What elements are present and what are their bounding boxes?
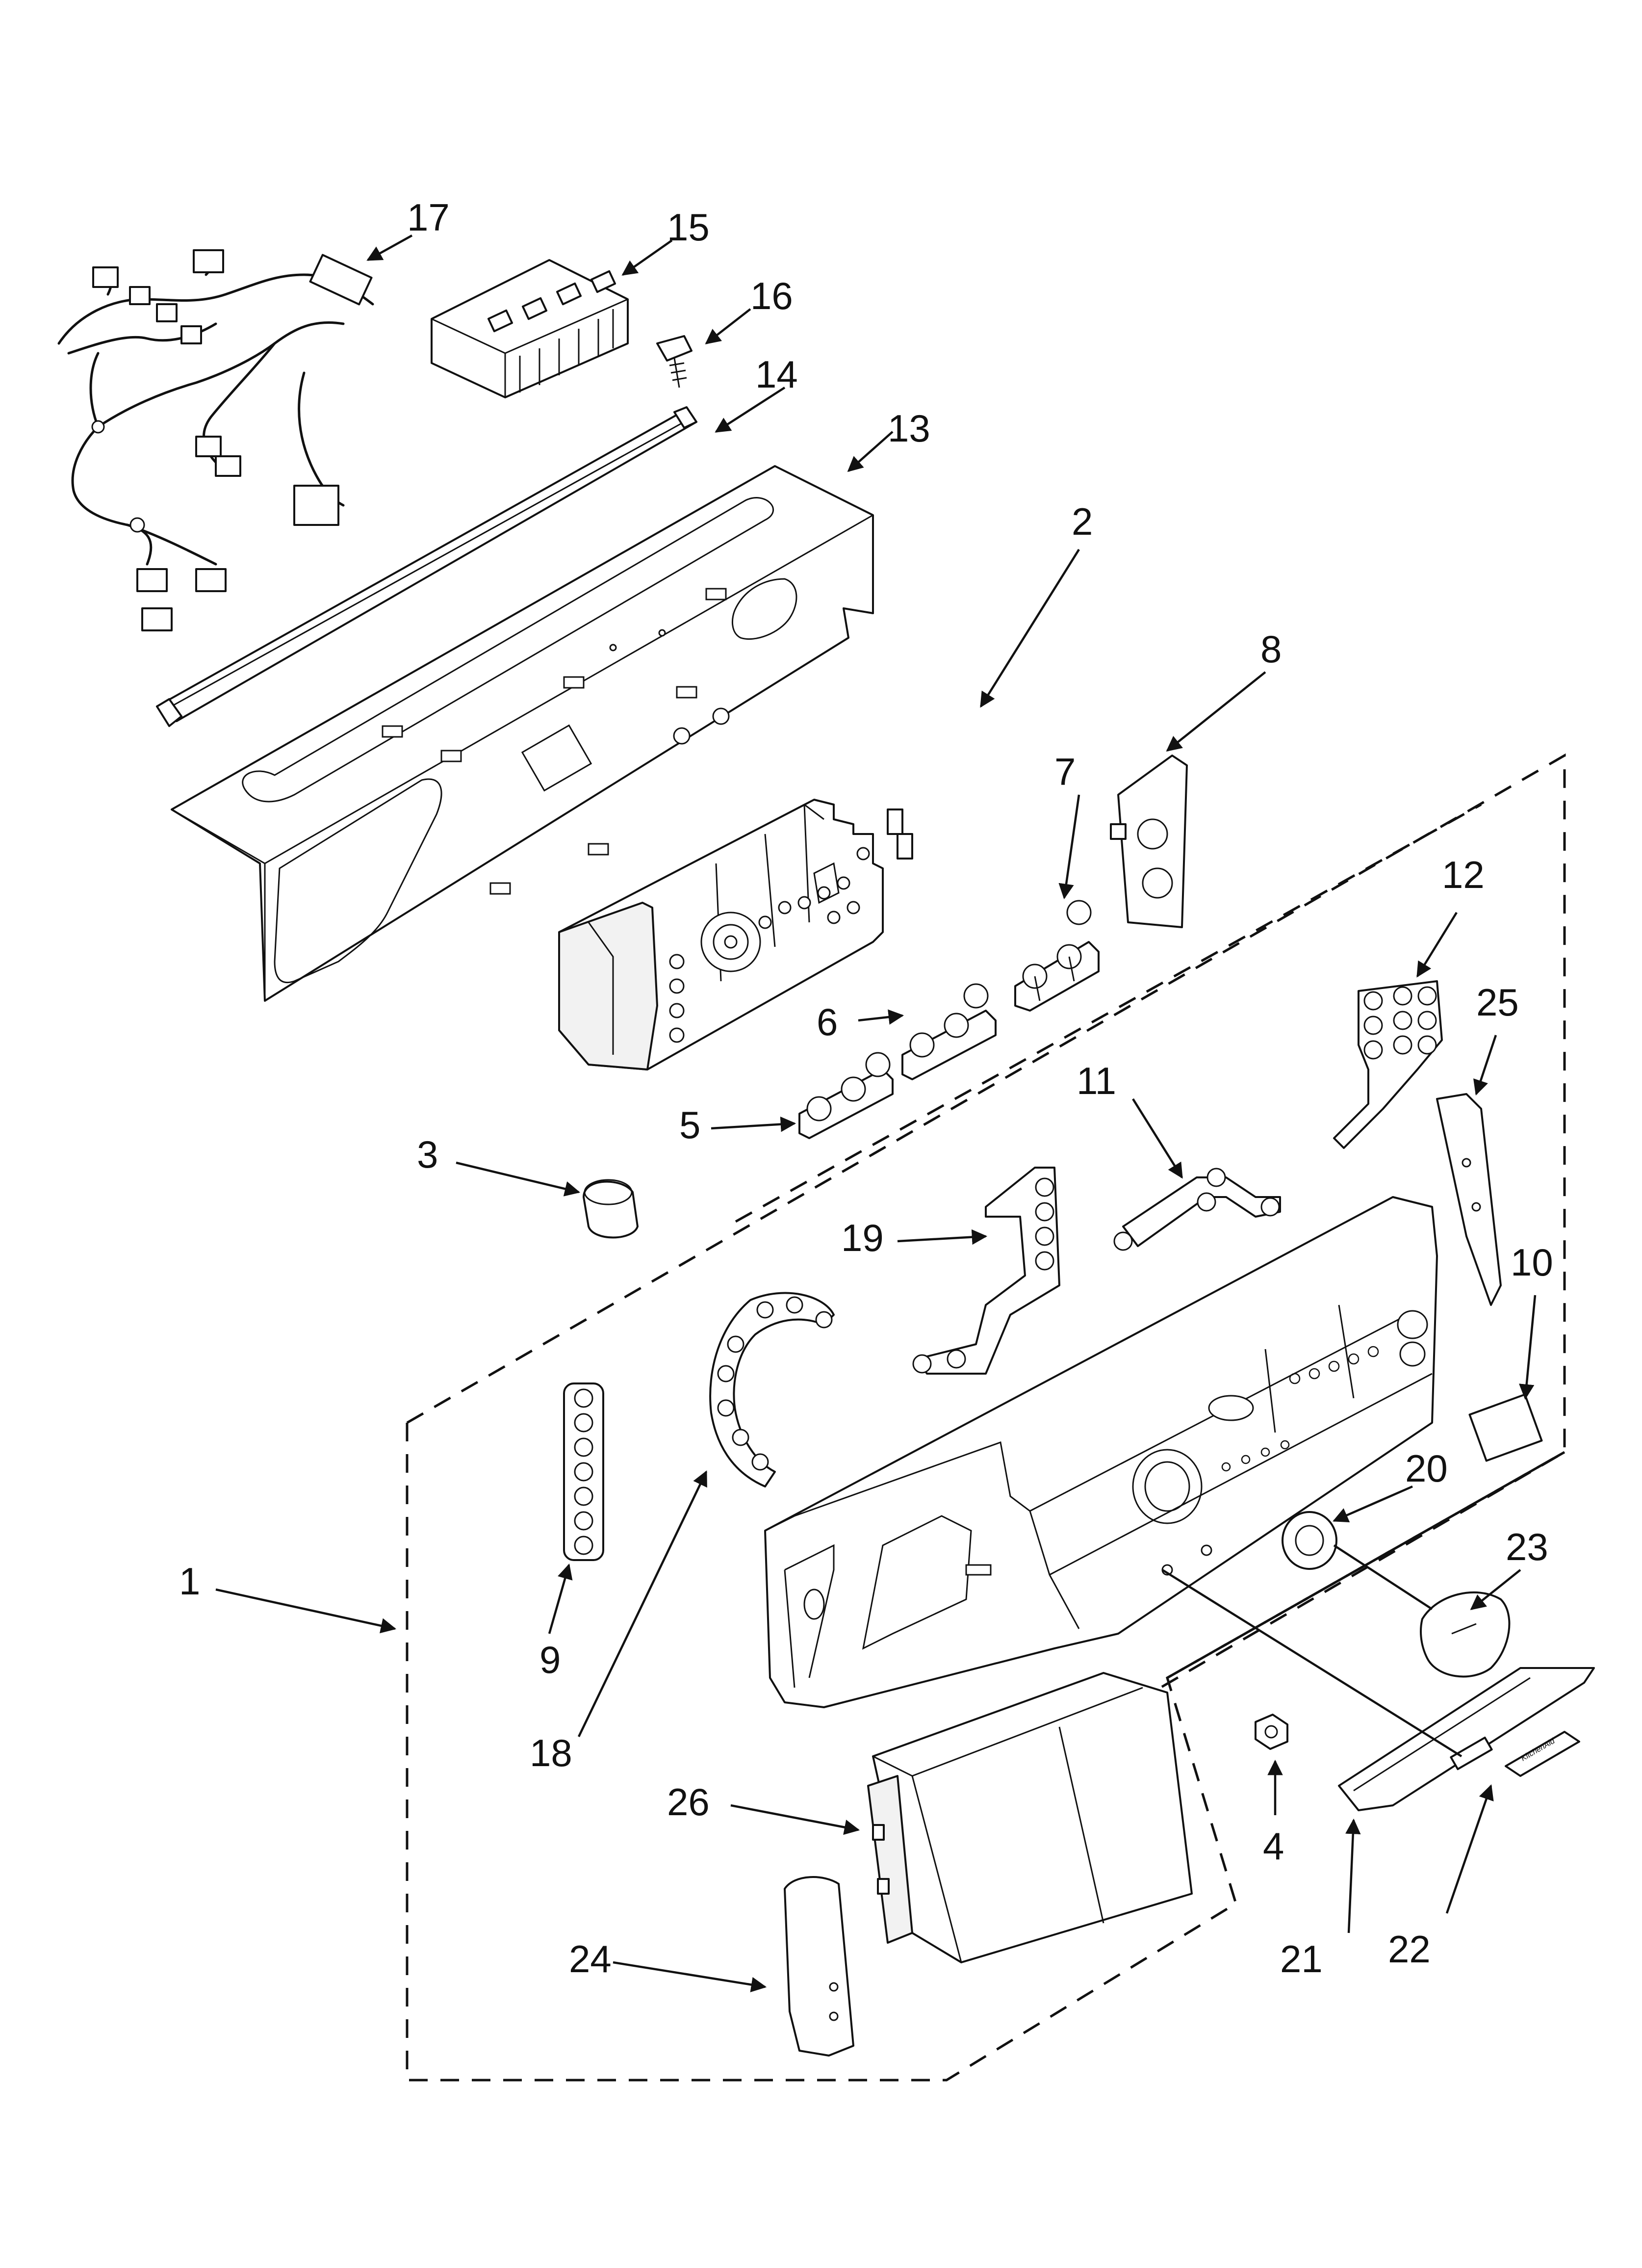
callout-25: 25 <box>1476 981 1519 1024</box>
callout-9: 9 <box>539 1638 561 1681</box>
callout-13: 13 <box>888 407 930 450</box>
lens-bracket <box>1110 755 1188 928</box>
light-pipe-9 <box>563 1382 604 1561</box>
callout-26: 26 <box>667 1780 710 1824</box>
callout-labels: 1 2 3 4 5 6 7 8 9 10 11 12 13 14 15 16 1… <box>179 196 1553 1981</box>
leader-lines <box>215 235 1537 1993</box>
callout-17: 17 <box>407 196 450 239</box>
callout-8: 8 <box>1260 627 1282 671</box>
callout-23: 23 <box>1506 1525 1548 1568</box>
light-pipe-19 <box>912 1167 1060 1375</box>
light-pipe-ring-18 <box>709 1292 835 1487</box>
assembly-boundary-1 <box>406 753 1566 1817</box>
callout-21: 21 <box>1280 1937 1323 1981</box>
wire-harness <box>57 249 374 631</box>
callout-19: 19 <box>841 1216 884 1259</box>
switch-6 <box>901 983 997 1080</box>
callout-14: 14 <box>755 353 798 396</box>
label-10 <box>1468 1393 1543 1462</box>
callout-6: 6 <box>817 1000 838 1043</box>
callout-4: 4 <box>1263 1825 1284 1868</box>
callout-11: 11 <box>1077 1059 1116 1102</box>
callout-24: 24 <box>569 1937 612 1981</box>
assembly-boundary-outer <box>406 1423 1565 2082</box>
callout-12: 12 <box>1442 853 1485 896</box>
electronic-control-board <box>558 799 913 1070</box>
callout-5: 5 <box>679 1103 700 1147</box>
console-rail <box>156 406 697 727</box>
callout-15: 15 <box>667 206 710 249</box>
side-trim-left <box>784 1876 854 2057</box>
light-pipe-11 <box>1113 1168 1281 1251</box>
callout-3: 3 <box>417 1133 438 1176</box>
control-module-block <box>431 259 629 398</box>
brand-badge: KitchenAid <box>1505 1731 1580 1777</box>
board-components <box>669 808 913 1043</box>
nut <box>1255 1714 1288 1750</box>
callout-16: 16 <box>750 274 793 317</box>
switch-7 <box>1014 900 1100 1012</box>
console-panel <box>764 1196 1438 1708</box>
trim-piece-21 <box>1338 1667 1595 1811</box>
callout-20: 20 <box>1405 1447 1448 1490</box>
knob-insert <box>583 1179 639 1239</box>
callout-10: 10 <box>1511 1241 1553 1284</box>
console-frame <box>171 465 874 1002</box>
switch-5 <box>798 1052 894 1139</box>
callout-18: 18 <box>530 1731 572 1774</box>
light-pipe-12 <box>1333 980 1443 1149</box>
callout-7: 7 <box>1054 750 1076 793</box>
bezel-ring <box>1282 1511 1337 1570</box>
knob <box>1420 1591 1511 1678</box>
side-trim-right <box>1436 1093 1502 1306</box>
callout-22: 22 <box>1388 1928 1431 1971</box>
screw <box>656 335 693 388</box>
dispenser-drawer-housing <box>867 1672 1193 1963</box>
callout-1: 1 <box>179 1560 200 1603</box>
callout-2: 2 <box>1072 500 1093 543</box>
